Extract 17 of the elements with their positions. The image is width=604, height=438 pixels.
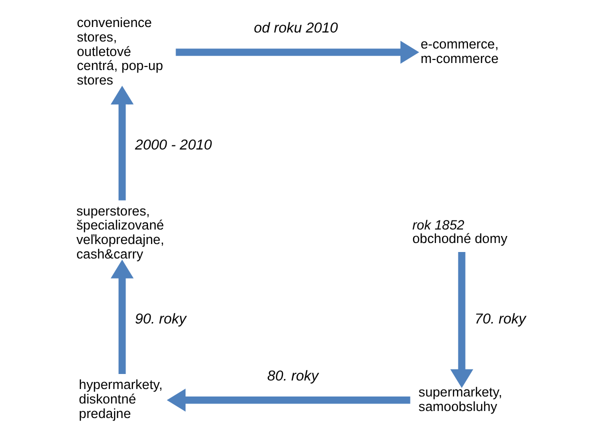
edge-label: od roku 2010 bbox=[253, 20, 338, 36]
edge-label: 90. roky bbox=[134, 312, 186, 328]
node-text: convenience stores, outletové centrá, pop-up stores bbox=[76, 14, 163, 88]
arrow bbox=[450, 252, 473, 388]
node-text: e-commerce, m-commerce bbox=[420, 36, 498, 66]
node-text: hypermarkety, diskontné predajne bbox=[78, 377, 162, 422]
arrow bbox=[166, 388, 410, 412]
arrow bbox=[110, 260, 134, 374]
edge-label: 80. roky bbox=[266, 368, 318, 384]
edge-label: 2000 - 2010 bbox=[134, 138, 212, 154]
edge-label: 70. roky bbox=[474, 312, 526, 328]
arrow bbox=[175, 40, 419, 64]
arrow bbox=[110, 86, 134, 200]
node-label: rok 1852 bbox=[412, 218, 464, 233]
node-text: superstores, špecializované veľkopredajne, cash&carry bbox=[76, 203, 164, 262]
node-text: supermarkety, samoobsluhy bbox=[418, 384, 502, 414]
node-text: obchodné domy bbox=[412, 231, 507, 246]
